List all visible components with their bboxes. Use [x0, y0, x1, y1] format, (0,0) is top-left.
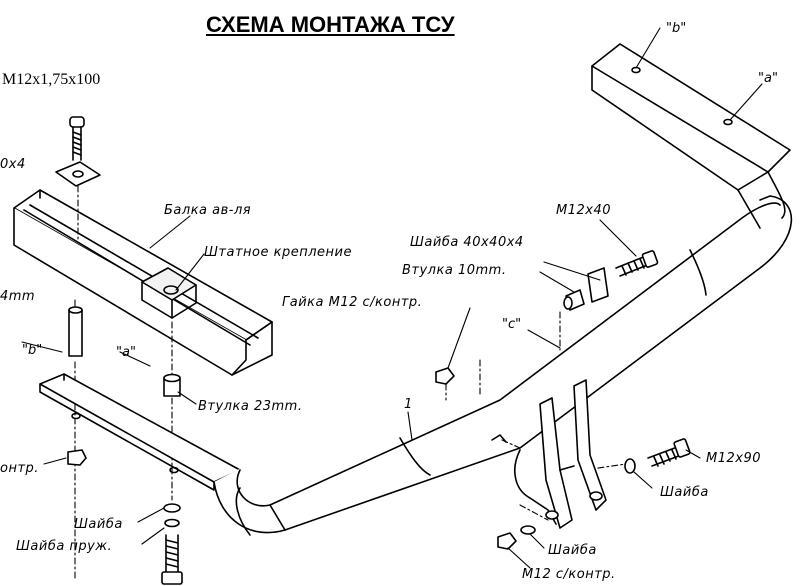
label-point-b-right: "b": [666, 21, 687, 36]
washer-right: [624, 458, 636, 474]
label-bolt-m12x90: M12x90: [706, 451, 761, 466]
leader-lines: [21, 27, 763, 569]
label-washer-left: Шайба: [74, 517, 123, 532]
label-nut-m12: Гайка M12 с/контр.: [282, 295, 423, 310]
label-nut-bottom: M12 с/контр.: [522, 567, 616, 582]
label-washer-bottom: Шайба: [548, 543, 597, 558]
top-bolt: [69, 116, 85, 161]
left-nut: [67, 449, 87, 466]
label-bushing-23mm: Втулка 23mm.: [198, 399, 303, 414]
label-washer-top: 0x4: [0, 157, 26, 172]
bolt-m12x40: [615, 250, 659, 277]
tow-ball-bracket: [491, 379, 607, 529]
diagram-title: СХЕМА МОНТАЖА ТСУ: [206, 12, 455, 37]
left-lower-plate: [39, 373, 241, 491]
bushing-4mm: [68, 306, 83, 357]
left-bottom-bolt: [161, 534, 183, 585]
label-point-a-right: "a": [758, 71, 778, 86]
bottom-nut: [497, 532, 517, 550]
label-part-1: 1: [404, 397, 413, 412]
bottom-washer: [520, 525, 536, 535]
label-bolt-top: M12x1,75x100: [2, 71, 101, 88]
vehicle-beam: [13, 189, 273, 376]
label-beam: Балка ав-ля: [164, 203, 252, 218]
label-bushing-10mm: Втулка 10mm.: [402, 263, 507, 278]
washer-40x40x4: [587, 267, 609, 303]
tow-bar-tube: [213, 195, 793, 536]
bushing-10mm: [563, 289, 585, 311]
label-bolt-m12x40: M12x40: [556, 203, 611, 218]
label-spring-washer: Шайба пруж.: [16, 539, 113, 554]
nut-m12: [435, 367, 455, 385]
label-point-c: "c": [502, 317, 522, 332]
left-washers: [163, 503, 181, 528]
label-nut-left: онтр.: [0, 461, 39, 476]
bolt-m12x90: [647, 438, 691, 467]
label-washer-right: Шайба: [660, 485, 709, 500]
label-point-b-left: "b": [22, 343, 43, 358]
label-point-a-left: "a": [116, 345, 136, 360]
label-bushing-4mm: 4mm: [0, 289, 36, 304]
label-washer-40x40x4: Шайба 40x40x4: [410, 235, 524, 250]
top-washer: [55, 161, 101, 187]
label-standard-mount: Штатное крепление: [204, 245, 352, 260]
bushing-23mm: [163, 373, 181, 397]
standard-mount-bracket: [141, 267, 197, 319]
